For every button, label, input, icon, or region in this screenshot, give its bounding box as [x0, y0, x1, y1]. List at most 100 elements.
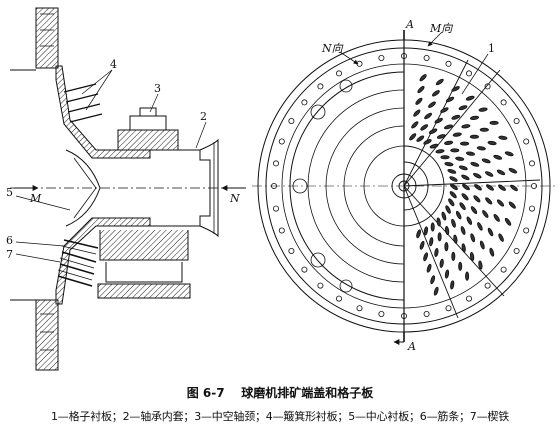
bolt-hole [378, 310, 385, 317]
grate-slot [493, 213, 500, 222]
grate-slot [469, 251, 475, 262]
grate-slot [452, 132, 462, 137]
label-part-1: 1 [488, 42, 495, 55]
grate-slot [423, 139, 432, 145]
grate-slot [428, 101, 436, 108]
bolt-hole [335, 70, 342, 77]
label-section-A-top: A [405, 18, 414, 31]
grate-slot [469, 115, 480, 121]
grate-slot [455, 156, 465, 161]
bolt-hole [500, 99, 507, 106]
label-part-7: 7 [6, 248, 13, 261]
bolt-hole [272, 205, 279, 212]
top-flange [35, 7, 59, 69]
label-part-6: 6 [6, 234, 13, 247]
grate-slot [450, 183, 458, 191]
bolt-hole [500, 266, 507, 273]
grate-slot [430, 222, 435, 232]
grate-slot [437, 232, 442, 242]
label-part-5: 5 [6, 186, 13, 199]
grate-slot [484, 171, 494, 177]
grate-slot [434, 117, 443, 124]
grate-slot [444, 161, 454, 167]
grate-slot [424, 112, 433, 120]
base [97, 283, 191, 299]
grate-slot [462, 183, 470, 191]
end-cover-lower [55, 217, 151, 305]
grate-slot [436, 217, 441, 227]
grate-slot [415, 97, 423, 105]
grate-slot [416, 229, 422, 239]
grate-slot [434, 247, 439, 258]
grate-slot [449, 176, 458, 182]
figure-title: 球磨机排矿端盖和格子板 [241, 386, 374, 400]
grate-slot [417, 85, 425, 94]
grate-slot [451, 251, 456, 261]
label-N-view: N向 [321, 42, 344, 55]
grate-slot [423, 226, 429, 236]
section-view [10, 7, 246, 371]
bolt-hole [423, 55, 430, 62]
grate-slot [474, 184, 482, 191]
grate-slot [496, 199, 505, 207]
label-dir-M: M [29, 192, 42, 205]
grate-slot [493, 154, 503, 160]
grate-slot [451, 86, 460, 92]
grate-slot [478, 107, 488, 112]
bolt-hole [513, 118, 520, 125]
grate-slot [498, 184, 506, 191]
grate-slot [416, 135, 425, 142]
bolt-hole [278, 138, 285, 145]
grate-slot [409, 133, 417, 141]
grate-slot [435, 149, 445, 154]
grate-slot [429, 237, 434, 247]
grate-slot [461, 124, 471, 129]
grate-slot [498, 233, 504, 242]
bolt-hole [445, 305, 452, 312]
grate-slot [461, 174, 470, 181]
grate-slot [430, 275, 436, 285]
grate-slot [433, 286, 439, 296]
grate-slot [466, 216, 473, 225]
grate-slot [489, 247, 495, 257]
grate-slot [508, 201, 516, 209]
grate-slot [449, 191, 457, 199]
bolt-hole [484, 282, 491, 289]
grate-slot [486, 184, 494, 191]
grate-slot [453, 234, 458, 244]
grate-slot [451, 218, 456, 228]
label-M-view: M向 [429, 22, 453, 35]
bolt-hole [523, 227, 530, 234]
grate-slot [445, 205, 451, 214]
grate-slot [469, 134, 479, 139]
grate-slot [478, 260, 483, 270]
grate-slot [465, 271, 470, 281]
grate-slot [455, 210, 462, 220]
grate-slot [458, 165, 468, 171]
grate-slot [423, 252, 429, 262]
grate-slot [439, 258, 444, 268]
figure-number: 图 6-7 [186, 386, 225, 400]
grate-slot [450, 280, 455, 290]
grate-slot [481, 158, 491, 164]
grate-slot [444, 140, 454, 146]
grate-slot [465, 151, 476, 156]
bolt-hole [529, 160, 536, 167]
grate-slot [450, 148, 460, 153]
label-part-2: 2 [200, 110, 207, 123]
grate-slot [465, 95, 475, 101]
figure-legend: 1—格子衬板；2—轴承内套；3—中空轴颈；4—簸箕形衬板；5—中心衬板；6—筋条… [51, 410, 509, 423]
bolt-hole [378, 55, 385, 62]
grate-slot [504, 217, 512, 226]
grate-slot [431, 90, 440, 97]
grate-slot [477, 222, 483, 231]
bolt-hole [465, 295, 472, 302]
grate-slot [441, 211, 447, 221]
bolt-hole [301, 99, 308, 106]
bolt-hole [423, 310, 430, 317]
grate-slot [429, 143, 439, 149]
bolt-hole [484, 83, 491, 90]
grate-slot [473, 172, 482, 179]
bearing-bottom [99, 230, 189, 261]
grate-slot [451, 114, 461, 120]
